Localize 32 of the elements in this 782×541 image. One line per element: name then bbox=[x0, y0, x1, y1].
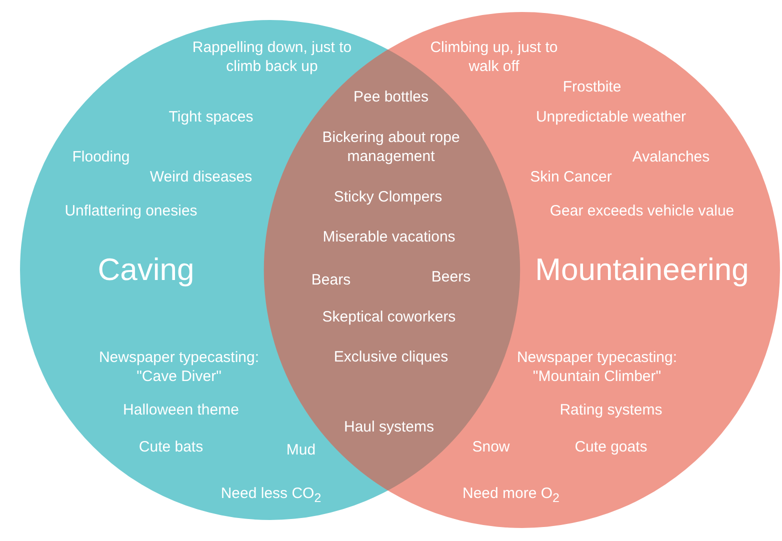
venn-item: Newspaper typecasting: "Cave Diver" bbox=[98, 348, 260, 386]
venn-item: Need less CO$_{2}$ bbox=[220, 484, 322, 507]
venn-item: Cute goats bbox=[574, 438, 648, 456]
venn-item: Haul systems bbox=[344, 418, 434, 436]
venn-item: Unpredictable weather bbox=[536, 108, 686, 126]
venn-item: Avalanches bbox=[632, 148, 710, 166]
venn-item: Miserable vacations bbox=[322, 228, 456, 246]
set-heading: Caving bbox=[98, 252, 194, 288]
venn-item: Snow bbox=[472, 438, 510, 456]
venn-item: Pee bottles bbox=[353, 88, 429, 106]
venn-item: Bears bbox=[311, 270, 351, 290]
venn-item: Flooding bbox=[72, 148, 130, 166]
set-heading: Mountaineering bbox=[535, 252, 749, 288]
venn-item: Skin Cancer bbox=[530, 168, 612, 186]
venn-item: Exclusive cliques bbox=[334, 348, 448, 366]
venn-item: Weird diseases bbox=[150, 168, 252, 186]
venn-item: Need more O$_{2}$ bbox=[462, 484, 560, 507]
venn-item: Halloween theme bbox=[123, 400, 239, 420]
venn-item: Cute bats bbox=[138, 438, 204, 456]
venn-item: Newspaper typecasting: "Mountain Climber" bbox=[516, 348, 678, 386]
venn-item: Rating systems bbox=[560, 400, 662, 420]
venn-item: Climbing up, just to walk off bbox=[429, 38, 559, 76]
venn-item: Gear exceeds vehicle value bbox=[550, 202, 734, 220]
venn-item: Tight spaces bbox=[168, 108, 254, 126]
venn-item: Unflattering onesies bbox=[64, 202, 198, 220]
venn-item: Bickering about rope management bbox=[321, 128, 461, 166]
venn-item: Rappelling down, just to climb back up bbox=[191, 38, 353, 76]
venn-item: Mud bbox=[286, 440, 316, 460]
venn-item: Beers bbox=[431, 268, 471, 286]
venn-item: Sticky Clompers bbox=[334, 188, 442, 206]
venn-item: Skeptical coworkers bbox=[322, 308, 456, 326]
venn-item: Frostbite bbox=[562, 78, 622, 96]
